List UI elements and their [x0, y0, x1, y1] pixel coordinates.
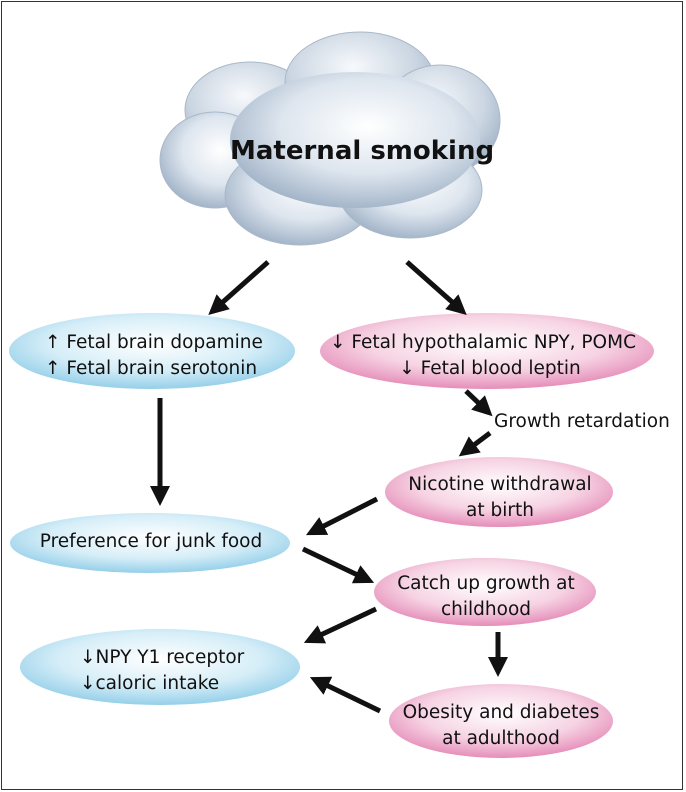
node-dopamine-line1: ↑ Fetal brain dopamine [45, 332, 263, 353]
cloud-label: Maternal smoking [230, 136, 495, 166]
node-obesity-line1: Obesity and diabetes [402, 702, 600, 723]
node-nicotine-line2: at birth [466, 500, 534, 521]
arrow-cloud-to-dopamine [208, 260, 270, 315]
arrow-npy-to-growth-retardation [464, 389, 493, 417]
node-obesity-shape [389, 684, 613, 758]
node-nicotine-shape [385, 457, 613, 527]
node-junk-food-shape [10, 513, 290, 573]
node-npy-y1-label: ↓NPY Y1 receptor ↓caloric intake [80, 645, 280, 697]
growth-retardation-label: Growth retardation [494, 411, 670, 432]
node-junk-food-label: Preference for junk food [39, 531, 263, 552]
node-catch-up-line1: Catch up growth at [397, 573, 575, 594]
arrow-junk-food-to-catch-up [301, 546, 375, 584]
arrow-obesity-to-npy-y1 [309, 676, 382, 714]
node-nicotine-line1: Nicotine withdrawal [408, 474, 592, 495]
arrow-nicotine-to-junk-food [305, 496, 379, 536]
node-npy-y1-line2: ↓caloric intake [80, 673, 220, 694]
arrow-cloud-to-npy [405, 260, 467, 315]
arrow-growth-retardation-to-nicotine [458, 431, 492, 457]
node-npy-shape [320, 313, 654, 389]
node-dopamine-line2: ↑ Fetal brain serotonin [45, 358, 258, 379]
node-npy-label: ↓ Fetal hypothalamic NPY, POMC ↓ Fetal b… [330, 330, 650, 382]
node-obesity-label: Obesity and diabetes at adulthood [392, 700, 610, 752]
node-catch-up-label: Catch up growth at childhood [380, 571, 592, 623]
arrow-catch-up-to-npy-y1 [303, 606, 378, 644]
node-dopamine-shape [9, 313, 295, 389]
cloud-shape [159, 31, 501, 246]
node-npy-y1-shape [20, 629, 300, 705]
node-npy-line1: ↓ Fetal hypothalamic NPY, POMC [330, 332, 636, 353]
node-npy-y1-line1: ↓NPY Y1 receptor [80, 647, 245, 668]
node-npy-line2: ↓ Fetal blood leptin [399, 358, 581, 379]
node-nicotine-label: Nicotine withdrawal at birth [390, 472, 610, 524]
node-catch-up-shape [374, 558, 596, 626]
node-dopamine-label: ↑ Fetal brain dopamine ↑ Fetal brain ser… [45, 330, 285, 382]
node-catch-up-line2: childhood [440, 599, 532, 620]
node-obesity-line2: at adulthood [442, 728, 560, 749]
